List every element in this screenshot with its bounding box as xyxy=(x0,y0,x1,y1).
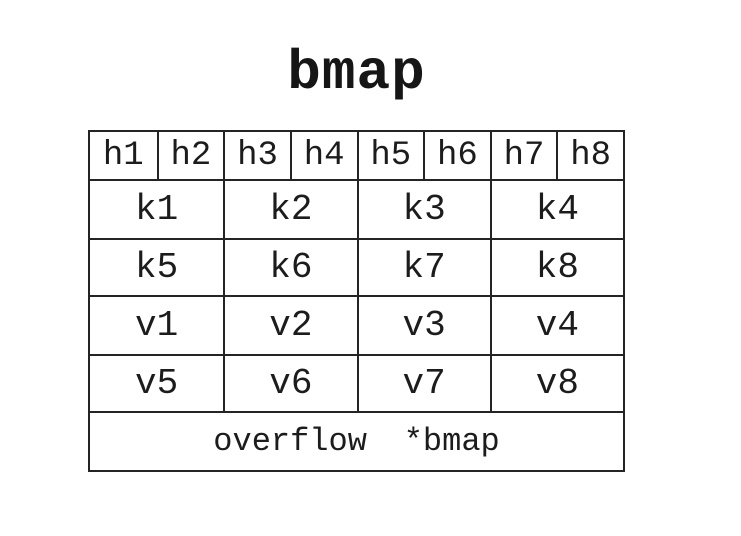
tophash-cell: h4 xyxy=(289,132,357,179)
overflow-cell: overflow *bmap xyxy=(90,413,623,470)
key-cell: k3 xyxy=(356,181,490,238)
bmap-bucket-table: h1 h2 h3 h4 h5 h6 h7 h8 k1 k2 k3 k4 k5 k… xyxy=(88,130,625,472)
keys-block: k1 k2 k3 k4 k5 k6 k7 k8 xyxy=(88,179,625,297)
key-cell: k4 xyxy=(489,181,623,238)
value-cell: v5 xyxy=(90,354,224,411)
key-cell: k7 xyxy=(356,238,490,295)
overflow-row: overflow *bmap xyxy=(88,411,625,472)
overflow-field-label: overflow xyxy=(213,423,367,460)
tophash-cell: h5 xyxy=(356,132,424,179)
key-cell: k5 xyxy=(90,238,224,295)
tophash-cell: h1 xyxy=(102,136,144,175)
key-cell: k2 xyxy=(223,181,356,238)
tophash-cell: h6 xyxy=(423,132,490,179)
value-cell: v7 xyxy=(356,354,490,411)
key-cell: k8 xyxy=(489,238,623,295)
tophash-cell: h3 xyxy=(223,132,290,179)
value-cell: v6 xyxy=(223,354,357,411)
overflow-type-label: *bmap xyxy=(403,423,500,460)
value-cell: v3 xyxy=(356,297,490,354)
diagram-title: bmap xyxy=(287,41,426,105)
value-cell: v8 xyxy=(489,354,623,411)
tophash-row: h1 h2 h3 h4 h5 h6 h7 h8 xyxy=(88,130,625,181)
values-block: v1 v2 v3 v4 v5 v6 v7 v8 xyxy=(88,295,625,413)
value-cell: v1 xyxy=(135,305,179,346)
key-cell: k6 xyxy=(223,238,357,295)
tophash-cell: h2 xyxy=(156,132,224,179)
value-cell: v2 xyxy=(223,297,356,354)
tophash-cell: h8 xyxy=(556,132,623,179)
tophash-cell: h7 xyxy=(489,132,557,179)
key-cell: k1 xyxy=(135,189,179,230)
value-cell: v4 xyxy=(489,297,623,354)
